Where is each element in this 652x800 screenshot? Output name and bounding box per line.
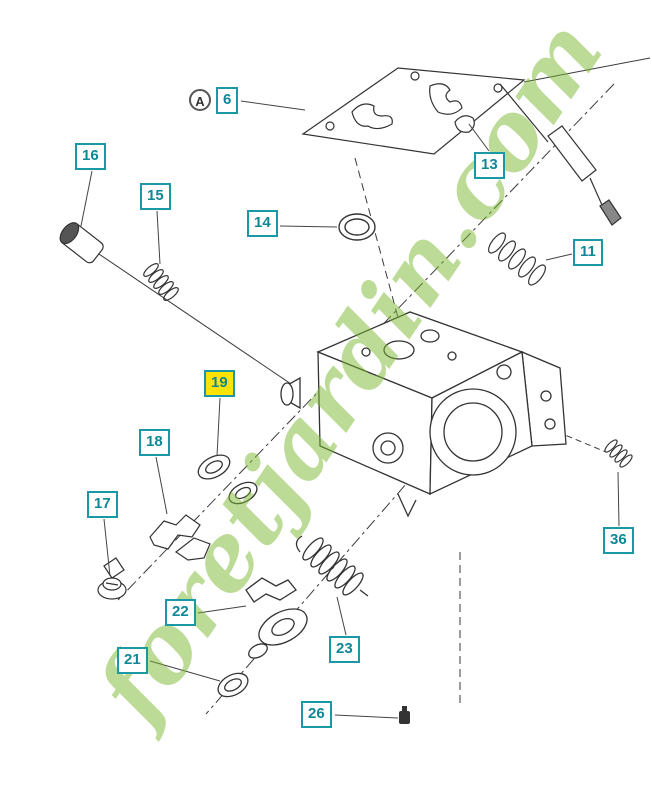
part-callout-36[interactable]: 36 bbox=[603, 527, 634, 554]
part-callout-13[interactable]: 13 bbox=[474, 152, 505, 179]
part-callout-22[interactable]: 22 bbox=[165, 599, 196, 626]
part-callout-14[interactable]: 14 bbox=[247, 210, 278, 237]
part-callout-18[interactable]: 18 bbox=[139, 429, 170, 456]
part-callout-16[interactable]: 16 bbox=[75, 143, 106, 170]
part-callout-19[interactable]: 19 bbox=[204, 370, 235, 397]
part-callout-15[interactable]: 15 bbox=[140, 183, 171, 210]
part-callout-11[interactable]: 11 bbox=[573, 239, 603, 266]
part-callout-17[interactable]: 17 bbox=[87, 491, 118, 518]
part-callout-23[interactable]: 23 bbox=[329, 636, 360, 663]
part-callout-6[interactable]: 6 bbox=[216, 87, 239, 114]
part-callout-21[interactable]: 21 bbox=[117, 647, 148, 674]
part-callout-26[interactable]: 26 bbox=[301, 701, 332, 728]
